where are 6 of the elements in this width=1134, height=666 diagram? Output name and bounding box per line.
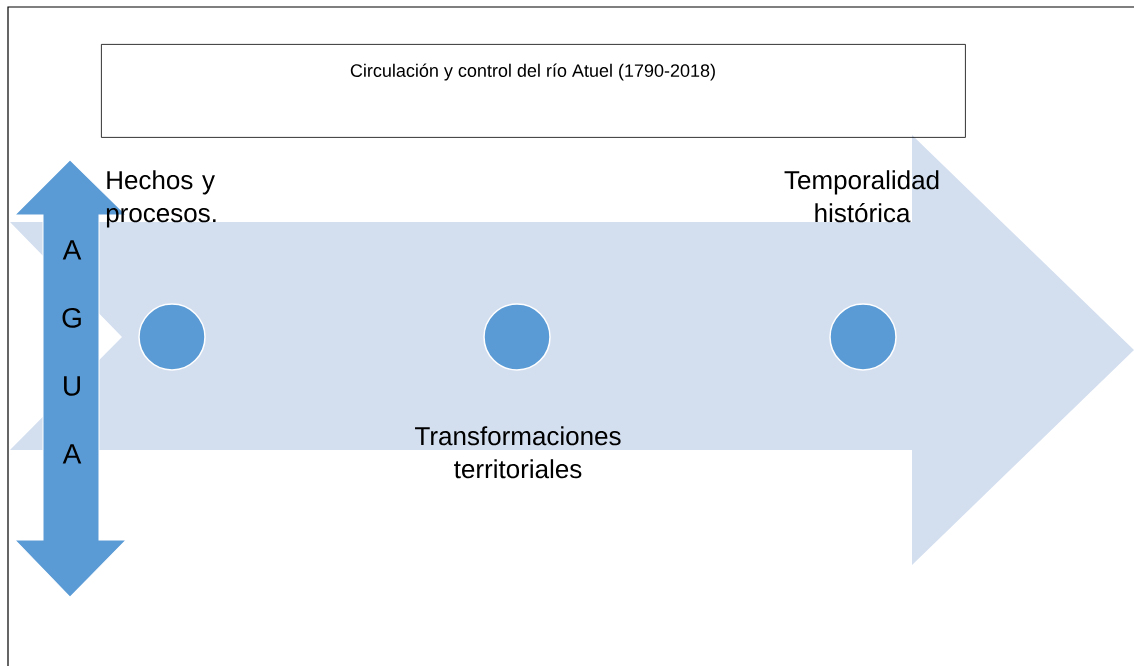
timeline-dot: [483, 303, 551, 371]
timeline-dot: [829, 303, 897, 371]
milestone-label: Temporalidad histórica: [784, 170, 939, 223]
milestone-label: Transformaciones territoriales: [415, 426, 621, 479]
title-box: Circulación y control del río Atuel (1790-2018): [101, 44, 966, 138]
timeline-dot: [138, 303, 206, 371]
